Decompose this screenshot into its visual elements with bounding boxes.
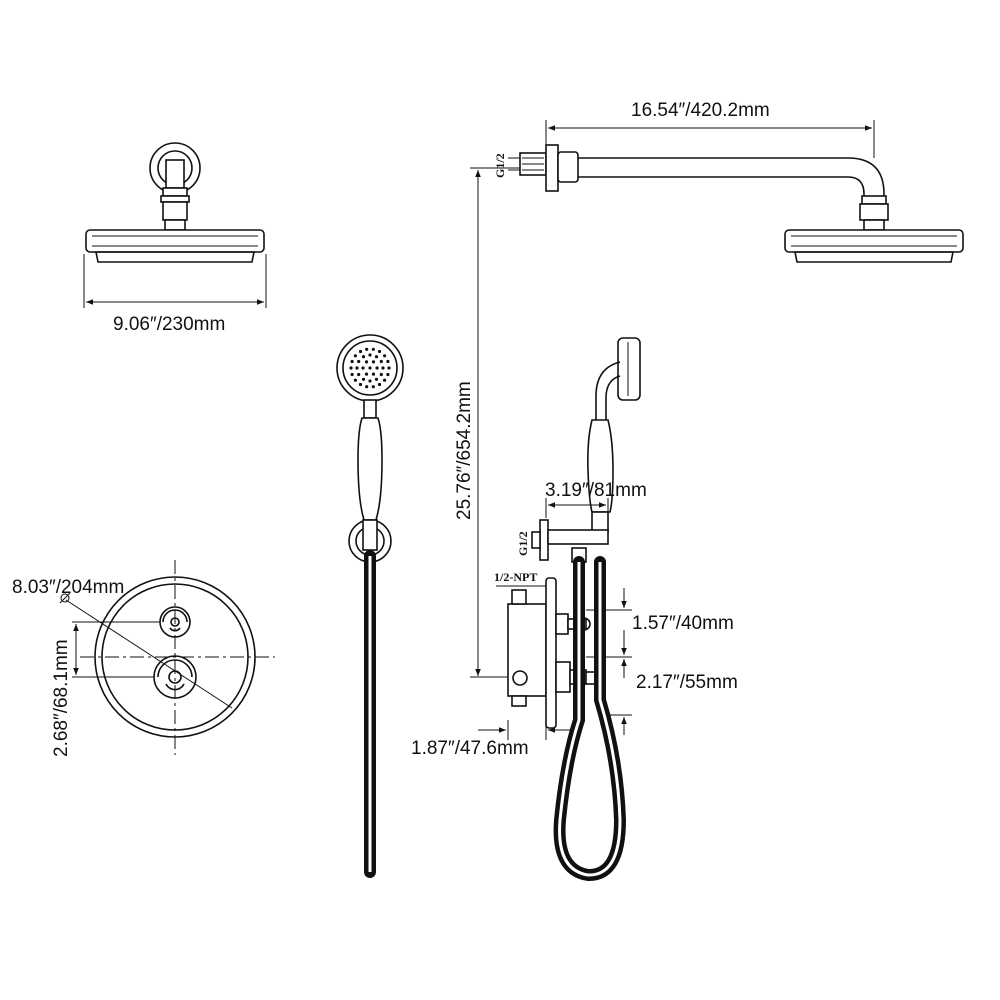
nozzle-dot [368,379,372,383]
thread-valve-inlet: 1/2-NPT [494,570,537,584]
nozzle-dot [357,372,361,377]
nozzle-dot [379,359,383,364]
dim-valve-spacing-upper: 1.57″/40mm [632,613,734,634]
dim-valve-spacing-lower: 2.17″/55mm [636,672,738,693]
nozzle-dot [353,354,357,358]
nozzle-dot [375,366,379,370]
nozzle-dot [386,372,390,377]
dim-holder-projection: 3.19″/81mm [545,480,647,501]
nozzle-dot [383,378,387,382]
nozzle-dot [361,366,365,370]
nozzle-dot [383,354,387,358]
nozzle-dot [358,382,363,387]
nozzle-dot [371,347,375,351]
nozzle-dot [381,366,385,370]
nozzle-dot [357,359,361,364]
dim-valve-depth: 1.87″/47.6mm [411,738,529,759]
nozzle-dot [374,355,379,359]
trim-plate-front-view [59,560,275,755]
nozzle-dot [368,353,372,357]
nozzle-dot [349,366,353,370]
dim-arm-length: 16.54″/420.2mm [631,100,770,121]
nozzle-dot [377,382,382,387]
nozzle-dot [368,366,372,370]
nozzle-dot [374,377,379,381]
shower-head-front-view [83,142,267,308]
valve-hand-shower-side-view [478,337,641,881]
nozzle-dot [358,349,363,354]
nozzle-dot [371,372,376,376]
nozzle-dot [350,359,354,364]
nozzle-dot [355,366,359,370]
shower-arm-side-view [470,120,964,263]
nozzle-dot [365,385,369,389]
spray-nozzles [349,347,391,389]
nozzle-dot [379,372,383,377]
dim-trim-diameter: 8.03″/204mm [12,577,124,598]
nozzle-dot [371,385,375,389]
nozzle-dot [364,360,369,364]
nozzle-dot [361,377,366,381]
nozzle-dot [371,360,376,364]
thread-arm-inlet: G1/2 [493,153,507,178]
nozzle-dot [377,349,382,354]
nozzle-dot [364,372,369,376]
dim-total-height: 25.76″/654.2mm [454,381,475,520]
hand-shower-front-view [336,334,404,878]
nozzle-dot [353,378,357,382]
nozzle-dot [387,366,391,370]
nozzle-dot [386,359,390,364]
nozzle-dot [365,347,369,351]
dim-shower-head-width: 9.06″/230mm [113,314,225,335]
dim-handle-spacing: 2.68″/68.1mm [51,639,72,757]
nozzle-dot [350,372,354,377]
nozzle-dot [361,355,366,359]
thread-elbow-outlet: G1/2 [516,531,530,556]
